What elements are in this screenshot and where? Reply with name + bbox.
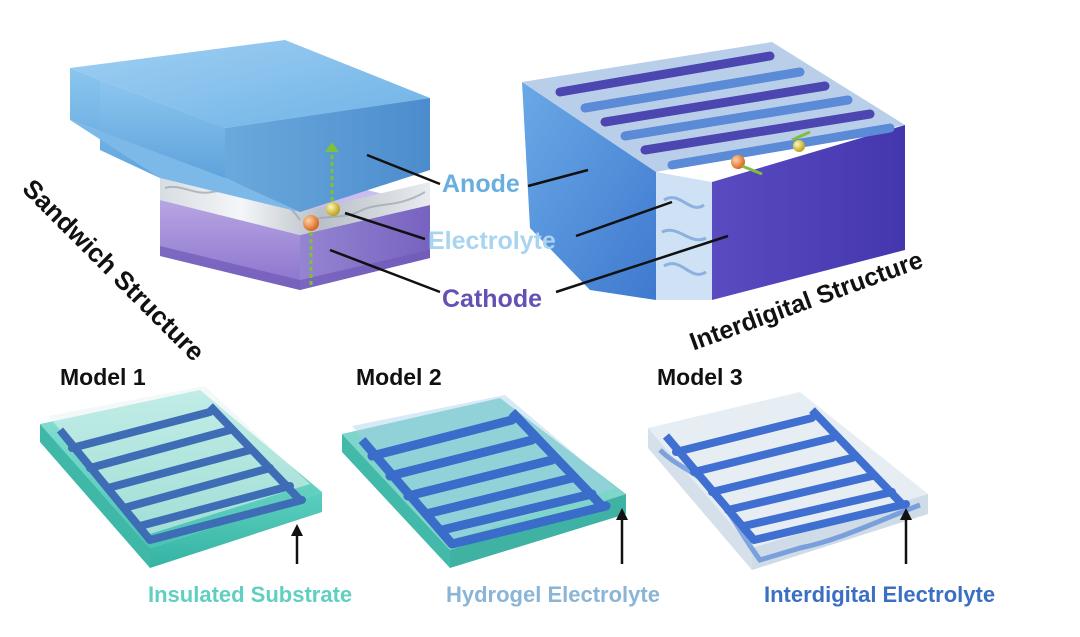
ion-arrow-2 — [741, 164, 763, 176]
interdigital-electrolyte-caption: Interdigital Electrolyte — [764, 582, 996, 607]
anode-leader — [366, 153, 441, 186]
ion-orange-2 — [731, 155, 745, 169]
electrolyte-leader — [344, 211, 426, 241]
model-2-device — [342, 395, 628, 568]
interdigital-left-face — [522, 82, 656, 300]
cathode-label: Cathode — [442, 285, 542, 313]
interdigital-structure — [522, 42, 905, 300]
ion-arrow-3 — [791, 130, 811, 142]
model-3-device — [648, 392, 928, 570]
anode-label: Anode — [442, 170, 520, 198]
interdigital-fingers — [555, 51, 895, 170]
ion-yellow-2 — [793, 140, 805, 152]
ion-yellow — [326, 202, 340, 216]
interdigital-cathode-leader — [555, 234, 729, 294]
model-2-title: Model 2 — [356, 364, 442, 390]
interdigital-anode-leader — [527, 168, 589, 188]
model-1-device — [40, 386, 322, 568]
model-3-title: Model 3 — [657, 364, 743, 390]
anode-layer — [70, 40, 430, 212]
cathode-leader — [329, 248, 441, 294]
electrolyte-label: Electrolyte — [428, 227, 556, 255]
ion-arrowhead — [325, 142, 339, 152]
sandwich-structure — [70, 40, 441, 294]
ion-orange — [303, 215, 319, 231]
insulated-substrate-caption: Insulated Substrate — [148, 582, 353, 607]
hydrogel-electrolyte-caption: Hydrogel Electrolyte — [446, 582, 660, 607]
model-1-title: Model 1 — [60, 364, 146, 390]
interdigital-electrolyte-leader — [575, 200, 673, 238]
interdigital-right-face — [712, 125, 905, 300]
